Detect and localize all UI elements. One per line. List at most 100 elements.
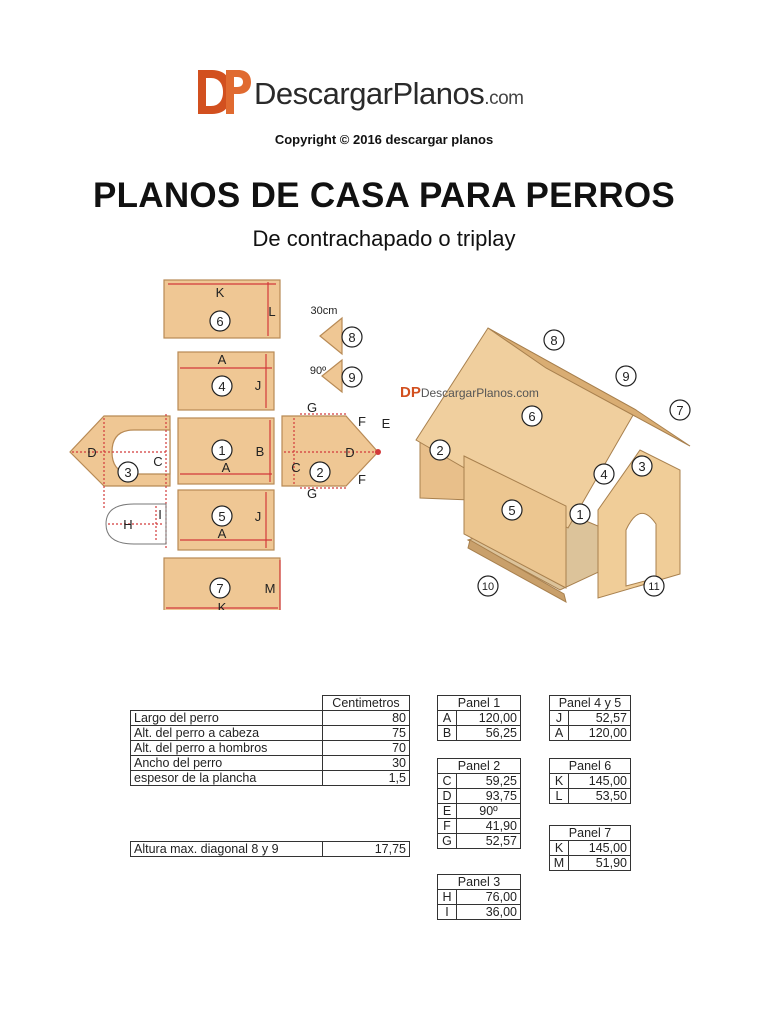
dim-letter: L [549, 788, 569, 804]
part-number: 8 [348, 330, 355, 345]
row-label: Largo del perro [130, 710, 323, 726]
copyright-text: Copyright © 2016 descargar planos [274, 132, 494, 147]
watermark-logo: DP [400, 384, 421, 401]
callout-number: 4 [600, 467, 607, 482]
dim-letter: G [437, 833, 457, 849]
dim-label: F [358, 472, 366, 487]
dim-value: 145,00 [568, 773, 631, 789]
part-number: 4 [218, 379, 225, 394]
assembly-drawing [415, 327, 691, 603]
part-number: 6 [216, 314, 223, 329]
dim-label: F [358, 414, 366, 429]
panel-6-drawing: K 6 L [163, 279, 281, 339]
row-label: Altura max. diagonal 8 y 9 [130, 841, 323, 857]
dim-label: J [255, 378, 262, 393]
dim-label: B [256, 444, 265, 459]
dim-value: 41,90 [456, 818, 521, 834]
panel-3-drawing: D C 3 H I [69, 414, 171, 548]
dim-value: 52,57 [568, 710, 631, 726]
callout-number: 1 [576, 507, 583, 522]
table-header-row: Centimetros [131, 695, 410, 711]
plans-illustration: .wood{fill:#efc794;stroke:#b88a55;stroke… [69, 279, 691, 610]
panel-title: Panel 3 [437, 874, 521, 890]
panel-5-drawing: 5 A J [177, 489, 275, 551]
panel-4-drawing: A 4 J [177, 351, 275, 411]
callout-number: 2 [436, 443, 443, 458]
dim-letter: B [437, 725, 457, 741]
part-number: 1 [218, 443, 225, 458]
dim-value: 52,57 [456, 833, 521, 849]
dim-value: 120,00 [456, 710, 521, 726]
row-value: 70 [322, 740, 410, 756]
dim-value: 53,50 [568, 788, 631, 804]
dim-letter: F [437, 818, 457, 834]
watermark: DPDescargarPlanos.com [400, 384, 539, 401]
row-value: 1,5 [322, 770, 410, 786]
dim-label: C [153, 454, 162, 469]
page-subtitle: De contrachapado o triplay [252, 226, 516, 251]
dim-value: 51,90 [568, 855, 631, 871]
dim-letter: K [549, 773, 569, 789]
part-number: 3 [124, 465, 131, 480]
panel-1-drawing: 1 A B [177, 417, 275, 485]
dim-label: D [345, 445, 354, 460]
dim-label: G [307, 400, 317, 415]
dim-label: A [222, 460, 231, 475]
panel-title: Panel 2 [437, 758, 521, 774]
panel-title: Panel 6 [549, 758, 631, 774]
dim-label: I [158, 507, 162, 522]
dim-letter: E [437, 803, 457, 819]
callout-number: 10 [482, 581, 494, 593]
dim-value: 56,25 [456, 725, 521, 741]
dim-label: M [265, 581, 276, 596]
panel-7-drawing: 7 K M [163, 557, 281, 610]
table-cell [131, 696, 323, 711]
dim-letter: D [437, 788, 457, 804]
callout-number: 7 [676, 403, 683, 418]
callout-number: 8 [550, 333, 557, 348]
dim-label: K [216, 285, 225, 300]
part-number: 2 [316, 465, 323, 480]
panel-title: Panel 1 [437, 695, 521, 711]
callout-number: 11 [648, 581, 659, 593]
row-label: Alt. del perro a hombros [130, 740, 323, 756]
part-number: 5 [218, 509, 225, 524]
panel-2-drawing: G F E C 2 D F G [281, 400, 391, 501]
dim-label: 30cm [311, 305, 338, 317]
assembly-callouts: 8 9 7 6 2 4 3 5 1 10 11 [429, 329, 691, 597]
row-value: 80 [322, 710, 410, 726]
dim-label: G [307, 486, 317, 501]
dim-letter: A [437, 710, 457, 726]
dim-letter: J [549, 710, 569, 726]
callout-number: 9 [622, 369, 629, 384]
panel-title: Panel 4 y 5 [549, 695, 631, 711]
dim-letter: M [549, 855, 569, 871]
callout-number: 6 [528, 409, 535, 424]
dim-value: 76,00 [456, 889, 521, 905]
dim-label: C [291, 460, 300, 475]
dim-value: 93,75 [456, 788, 521, 804]
dim-label: A [218, 352, 227, 367]
dim-value: 36,00 [456, 904, 521, 920]
